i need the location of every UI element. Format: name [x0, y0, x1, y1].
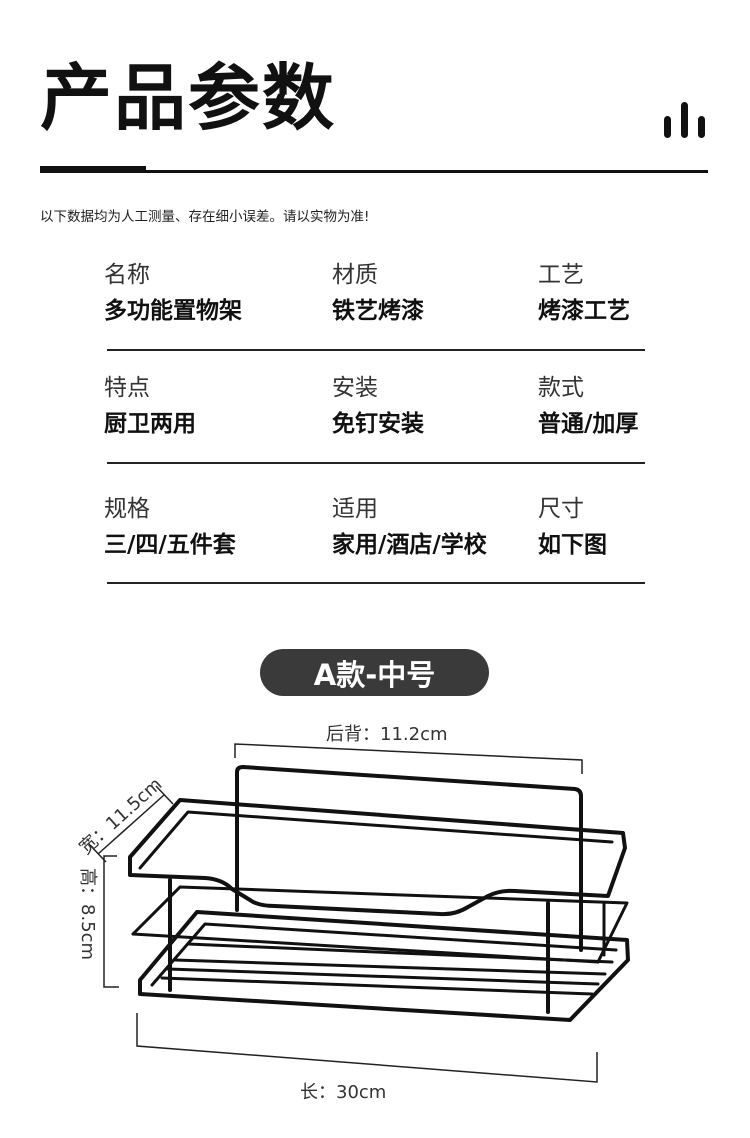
title-underline-accent: [40, 166, 146, 173]
spec-label: 工艺: [538, 262, 584, 288]
spec-divider: [107, 349, 645, 351]
spec-row: 名称 多功能置物架 材质 铁艺烤漆 工艺 烤漆工艺: [104, 262, 664, 342]
spec-label: 安装: [332, 375, 378, 401]
spec-item: 工艺 烤漆工艺: [538, 262, 630, 325]
length-dimension-label: 长：30cm: [300, 1082, 386, 1103]
spec-value: 厨卫两用: [104, 410, 196, 437]
height-dimension-label: 高：8.5cm: [77, 868, 98, 960]
spec-value: 普通/加厚: [538, 410, 639, 437]
spec-value: 烤漆工艺: [538, 297, 630, 324]
spec-divider: [107, 582, 645, 584]
spec-value: 家用/酒店/学校: [332, 531, 487, 558]
spec-label: 款式: [538, 375, 584, 401]
spec-divider: [107, 462, 645, 464]
spec-item: 尺寸 如下图: [538, 496, 607, 559]
spec-item: 名称 多功能置物架: [104, 262, 242, 325]
spec-row: 规格 三/四/五件套 适用 家用/酒店/学校 尺寸 如下图: [104, 496, 664, 576]
back-dimension-line: [234, 743, 583, 774]
spec-item: 规格 三/四/五件套: [104, 496, 236, 559]
width-dimension-line: [87, 785, 174, 863]
spec-label: 特点: [104, 375, 150, 401]
spec-label: 名称: [104, 262, 150, 288]
spec-label: 适用: [332, 496, 378, 522]
spec-value: 铁艺烤漆: [332, 297, 424, 324]
spec-value: 多功能置物架: [104, 297, 242, 324]
spec-label: 材质: [332, 262, 378, 288]
title-underline: [40, 170, 708, 173]
rack-illustration: [128, 765, 630, 1022]
dimension-lines: [87, 743, 598, 1083]
shelf-rack-diagram: 后背：11.2cm 宽：11.5cm 高：8.5cm 长：30cm: [75, 724, 630, 1103]
spec-value: 如下图: [538, 531, 607, 558]
bar-chart-icon: [662, 100, 708, 138]
spec-item: 款式 普通/加厚: [538, 375, 638, 438]
spec-row: 特点 厨卫两用 安装 免钉安装 款式 普通/加厚: [104, 375, 664, 455]
model-badge: A款-中号: [260, 649, 489, 696]
spec-value: 免钉安装: [332, 410, 424, 437]
width-dimension-label: 宽：11.5cm: [75, 774, 166, 859]
spec-item: 适用 家用/酒店/学校: [332, 496, 487, 559]
page-title: 产品参数: [40, 56, 337, 140]
spec-item: 安装 免钉安装: [332, 375, 424, 438]
height-dimension-line: [103, 855, 119, 988]
spec-item: 材质 铁艺烤漆: [332, 262, 424, 325]
spec-label: 尺寸: [538, 496, 584, 522]
back-dimension-label: 后背：11.2cm: [326, 724, 448, 745]
length-dimension-line: [136, 1013, 598, 1083]
spec-item: 特点 厨卫两用: [104, 375, 196, 438]
spec-value: 三/四/五件套: [104, 531, 236, 558]
spec-label: 规格: [104, 496, 150, 522]
measurement-note: 以下数据均为人工测量、存在细小误差。请以实物为准!: [40, 209, 370, 225]
